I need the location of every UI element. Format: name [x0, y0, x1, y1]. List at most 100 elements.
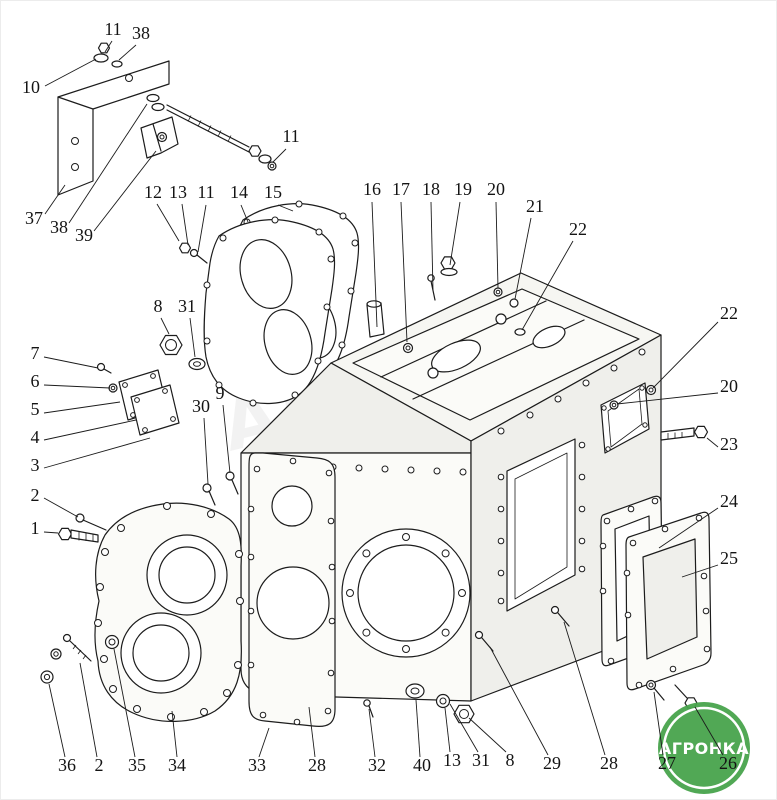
- leader-line: [171, 710, 178, 758]
- logo-text: АГРОНКА: [659, 739, 749, 758]
- callout-label-31: 31: [178, 296, 196, 316]
- cover-bolts: [202, 471, 239, 506]
- callout-label-27: 27: [658, 753, 676, 773]
- callout-label-2: 2: [95, 755, 104, 775]
- left-fasteners: [40, 513, 120, 684]
- leader-line: [181, 203, 189, 246]
- leader-line: [563, 621, 606, 756]
- callout-label-36: 36: [58, 755, 76, 775]
- callout-label-11: 11: [197, 182, 214, 202]
- callout-label-21: 21: [526, 196, 544, 216]
- callout-label-28: 28: [600, 753, 618, 773]
- callout-label-28: 28: [308, 755, 326, 775]
- leader-line: [156, 203, 180, 242]
- callout-label-16: 16: [363, 179, 381, 199]
- callout-label-26: 26: [719, 753, 737, 773]
- leader-line: [430, 201, 434, 292]
- callout-label-13: 13: [169, 182, 187, 202]
- leader-line: [368, 708, 376, 758]
- leader-line: [44, 184, 66, 215]
- oil-plug-upper: [159, 334, 206, 371]
- callout-label-30: 30: [192, 396, 210, 416]
- leader-line: [197, 204, 207, 253]
- leader-line: [489, 646, 549, 756]
- callout-label-25: 25: [720, 548, 738, 568]
- callout-label-35: 35: [128, 755, 146, 775]
- callout-label-8: 8: [154, 296, 163, 316]
- callout-label-37: 37: [25, 208, 43, 228]
- callout-label-20: 20: [487, 179, 505, 199]
- callout-label-18: 18: [422, 179, 440, 199]
- callout-label-22: 22: [720, 303, 738, 323]
- leader-line: [203, 417, 209, 485]
- leader-line: [160, 317, 170, 335]
- right-cover: [623, 511, 712, 691]
- callout-label-12: 12: [144, 182, 162, 202]
- leader-line: [43, 356, 99, 369]
- filler-plug: [440, 256, 458, 277]
- callout-label-3: 3: [31, 455, 40, 475]
- leader-line: [43, 419, 137, 441]
- callout-label-38: 38: [50, 217, 68, 237]
- leader-line: [113, 648, 136, 758]
- callout-label-33: 33: [248, 755, 266, 775]
- front-cover: [94, 502, 244, 722]
- callout-label-20: 20: [720, 376, 738, 396]
- leader-line: [308, 706, 316, 758]
- callout-label-8: 8: [506, 750, 515, 770]
- leader-line: [521, 240, 574, 331]
- leader-line: [118, 44, 137, 61]
- side-cover-and-gasket: [178, 200, 360, 407]
- callout-label-23: 23: [720, 434, 738, 454]
- callout-label-2: 2: [31, 485, 40, 505]
- leader-line: [93, 150, 157, 232]
- stud-with-nut: [166, 104, 277, 171]
- callout-label-15: 15: [264, 182, 282, 202]
- leader-lines: [43, 40, 724, 758]
- callout-label-40: 40: [413, 755, 431, 775]
- callout-label-24: 24: [720, 491, 738, 511]
- callout-label-29: 29: [543, 753, 561, 773]
- logo-circle: [658, 702, 750, 794]
- leader-line: [658, 507, 719, 549]
- callout-label-13: 13: [443, 750, 461, 770]
- callout-label-11: 11: [282, 126, 299, 146]
- logo-ring: [662, 706, 746, 790]
- callout-label-10: 10: [22, 77, 40, 97]
- callout-label-38: 38: [132, 23, 150, 43]
- mounting-bracket: [57, 42, 170, 196]
- callout-label-11: 11: [104, 19, 121, 39]
- leader-line: [79, 662, 98, 758]
- callout-label-32: 32: [368, 755, 386, 775]
- small-bracket: [140, 93, 179, 159]
- callout-label-39: 39: [75, 225, 93, 245]
- leader-line: [48, 683, 66, 758]
- leader-line: [43, 497, 79, 518]
- leader-line: [616, 392, 719, 405]
- leader-line: [222, 404, 231, 474]
- leader-line: [652, 321, 719, 389]
- leader-line: [258, 727, 270, 758]
- leader-line: [694, 706, 724, 756]
- agronka-logo: АГРОНКА: [658, 702, 750, 794]
- leader-line: [272, 148, 287, 163]
- leader-line: [43, 384, 111, 389]
- leader-line: [43, 401, 121, 414]
- leader-line: [514, 217, 532, 300]
- callout-label-9: 9: [216, 383, 225, 403]
- leader-line: [400, 201, 408, 343]
- leader-line: [371, 201, 378, 328]
- callout-label-31: 31: [472, 750, 490, 770]
- leader-line: [468, 717, 507, 753]
- top-stud: [427, 274, 436, 301]
- callout-label-14: 14: [230, 182, 248, 202]
- leader-line: [240, 204, 249, 223]
- callout-label-34: 34: [168, 755, 186, 775]
- leader-line: [706, 437, 719, 448]
- leader-line: [104, 40, 113, 53]
- leader-line: [495, 201, 499, 289]
- leader-line: [277, 204, 294, 212]
